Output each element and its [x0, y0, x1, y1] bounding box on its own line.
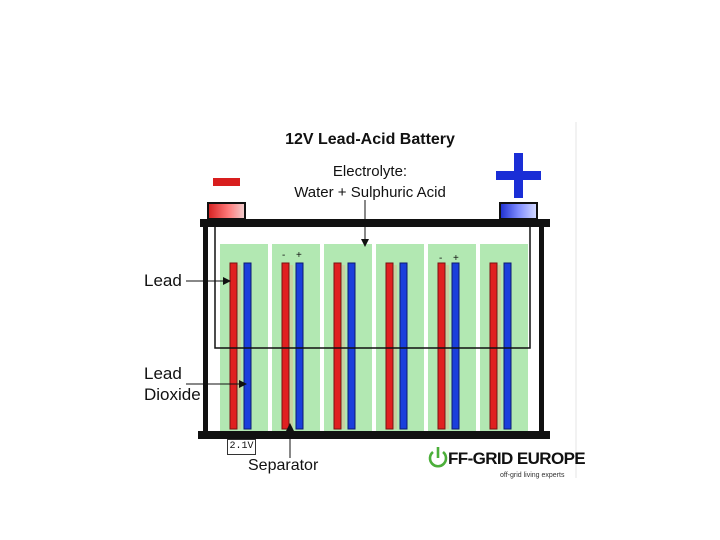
lead-plate-4 — [385, 262, 394, 430]
case-bottom — [198, 431, 550, 439]
positive-terminal — [499, 202, 538, 220]
lead-label: Lead — [144, 271, 182, 290]
case-left-wall — [203, 227, 208, 431]
cell5-plus-sign: + — [453, 253, 459, 264]
lead-plate-1 — [229, 262, 238, 430]
electrolyte-label: Electrolyte: — [332, 163, 408, 180]
separator-6 — [498, 265, 501, 429]
case-right-wall — [539, 227, 544, 431]
lead-plate-3 — [333, 262, 342, 430]
lead-plate-2 — [281, 262, 290, 430]
lead-plate-5 — [437, 262, 446, 430]
diagram-title: 12V Lead-Acid Battery — [285, 131, 455, 148]
separator-1 — [238, 265, 241, 429]
lead-dioxide-plate-2 — [295, 262, 304, 430]
lead-dioxide-plate-5 — [451, 262, 460, 430]
cell-voltage-box: 2.1V — [227, 439, 256, 455]
separator-label: Separator — [248, 457, 319, 474]
lead-dioxide-plate-3 — [347, 262, 356, 430]
plus-icon — [496, 153, 541, 198]
cells — [220, 244, 528, 431]
case-lid — [200, 219, 550, 227]
lead-plate-6 — [489, 262, 498, 430]
negative-terminal — [207, 202, 246, 220]
lead-dioxide-plate-6 — [503, 262, 512, 430]
minus-icon — [213, 178, 240, 186]
cell1-plus-sign: + — [296, 250, 302, 261]
cell1-minus-sign: - — [282, 250, 286, 261]
logo-brand-text: FF-GRID EUROPE — [448, 449, 586, 468]
lead-dioxide-label-line1: Lead — [144, 364, 182, 383]
separator-3 — [342, 265, 345, 429]
lead-dioxide-plate-1 — [243, 262, 252, 430]
lead-dioxide-label-line2: Dioxide — [144, 385, 201, 404]
logo-tagline: off-grid living experts — [500, 472, 565, 479]
separator-4 — [394, 265, 397, 429]
separator-5 — [446, 265, 449, 429]
separator-2 — [290, 265, 293, 429]
electrolyte-composition-label: Water + Sulphuric Acid — [294, 184, 446, 201]
power-icon — [428, 447, 448, 468]
series-wire — [214, 227, 531, 349]
cell5-minus-sign: - — [439, 253, 443, 264]
lead-dioxide-plate-4 — [399, 262, 408, 430]
